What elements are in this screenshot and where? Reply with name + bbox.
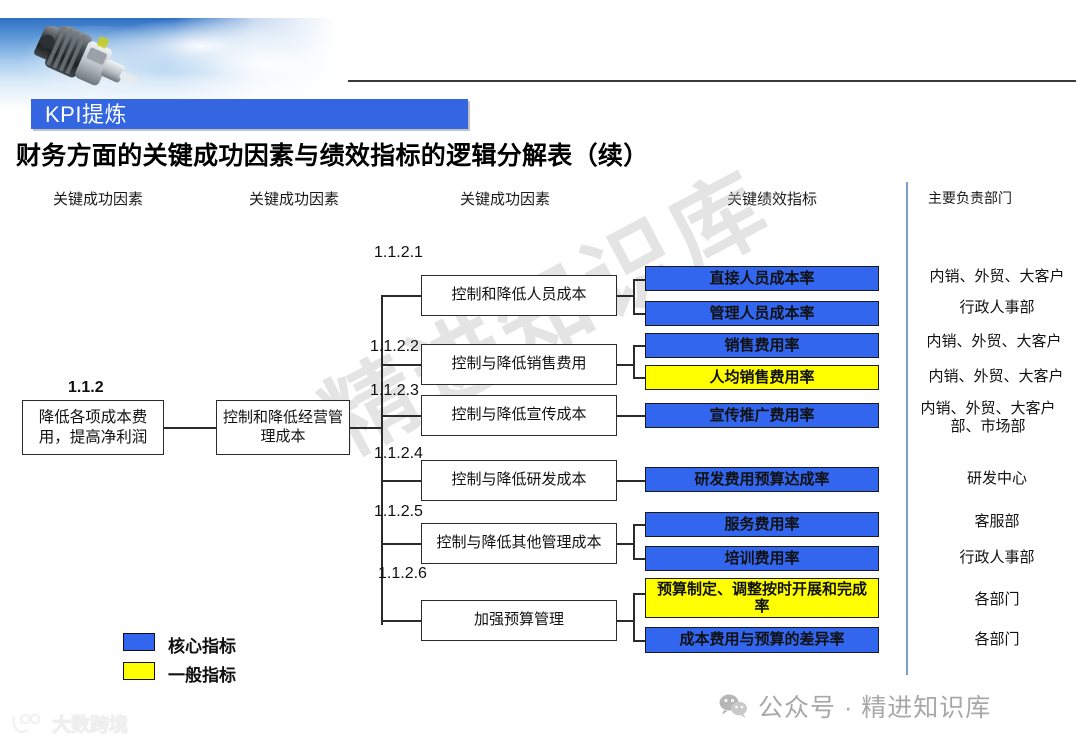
connector-spur-4	[381, 480, 421, 482]
column-header-2: 关键成功因素	[249, 191, 340, 208]
level3-number-3: 1.1.2.3	[370, 382, 419, 399]
level3-number-2: 1.1.2.2	[370, 338, 419, 355]
kpi-box-7: 服务费用率	[645, 512, 879, 537]
connector-n5-stem	[617, 543, 634, 545]
legend-label-general: 一般指标	[168, 666, 236, 685]
kpi-section-tag-label: KPI提炼	[45, 102, 127, 127]
kpi-section-tag: KPI提炼	[31, 99, 468, 129]
connector-n2-to-kpi4	[633, 377, 645, 379]
connector-root-to-level2	[164, 427, 216, 429]
kpi-box-9: 预算制定、调整按时开展和完成率	[645, 578, 879, 618]
connector-spur-3	[381, 415, 421, 417]
connector-spur-5	[381, 543, 421, 545]
department-2: 行政人事部	[959, 299, 1035, 316]
level3-number-5: 1.1.2.5	[374, 503, 423, 520]
department-7: 客服部	[974, 513, 1020, 530]
node-level2: 控制和降低经营管理成本	[216, 400, 350, 455]
connector-n1-to-kpi1	[633, 279, 645, 281]
department-3: 内销、外贸、大客户	[926, 333, 1062, 350]
connector-n6-bracket	[633, 593, 635, 641]
node-root: 降低各项成本费用，提高净利润	[22, 400, 164, 455]
kpi-box-5: 宣传推广费用率	[645, 403, 879, 428]
connector-n1-bracket	[633, 279, 635, 314]
department-6: 研发中心	[966, 470, 1027, 487]
department-column-divider	[906, 182, 908, 675]
kpi-box-6: 研发费用预算达成率	[645, 467, 879, 492]
connector-n4-to-kpi6	[617, 480, 645, 482]
brand-watermark-logo: 大数跨境	[10, 710, 129, 737]
node-level3-1: 控制和降低人员成本	[421, 275, 617, 316]
node-level3-4: 控制与降低研发成本	[421, 460, 617, 501]
connector-level2-to-spine	[350, 427, 382, 429]
connector-n1-stem	[617, 295, 634, 297]
page-title: 财务方面的关键成功因素与绩效指标的逻辑分解表（续）	[16, 142, 649, 170]
legend-swatch-general	[123, 662, 155, 680]
gearbox-motor-icon	[34, 26, 138, 86]
connector-n3-to-kpi5	[617, 415, 645, 417]
connector-n6-to-kpi10	[633, 640, 645, 642]
node-level3-6: 加强预算管理	[421, 600, 617, 641]
kpi-box-2: 管理人员成本率	[645, 301, 879, 326]
legend-label-core: 核心指标	[168, 637, 236, 656]
node-level3-2: 控制与降低销售费用	[421, 344, 617, 385]
department-10: 各部门	[974, 631, 1020, 648]
connector-spur-1	[381, 295, 421, 297]
connector-n2-to-kpi3	[633, 345, 645, 347]
level3-number-1: 1.1.2.1	[374, 244, 423, 261]
dashu-logo-icon	[12, 713, 41, 733]
kpi-box-8: 培训费用率	[645, 546, 879, 571]
legend-swatch-core	[123, 633, 155, 651]
kpi-box-1: 直接人员成本率	[645, 266, 879, 291]
brand-watermark-text: 大数跨境	[51, 715, 129, 737]
footer-brand-text: 公众号 · 精进知识库	[758, 694, 992, 722]
root-number-label: 1.1.2	[68, 379, 104, 396]
kpi-box-10: 成本费用与预算的差异率	[645, 627, 879, 653]
node-level3-5: 控制与降低其他管理成本	[421, 523, 617, 564]
kpi-box-3: 销售费用率	[645, 333, 879, 358]
node-level3-3: 控制与降低宣传成本	[421, 395, 617, 436]
column-header-1: 关键成功因素	[53, 191, 144, 208]
department-9: 各部门	[974, 591, 1020, 608]
department-5: 内销、外贸、大客户部、市场部	[920, 400, 1056, 436]
footer-brand: 公众号 · 精进知识库	[718, 688, 991, 724]
connector-n5-bracket	[633, 524, 635, 559]
department-8: 行政人事部	[959, 549, 1035, 566]
connector-n1-to-kpi2	[633, 313, 645, 315]
level3-number-6: 1.1.2.6	[378, 565, 427, 582]
kpi-box-4: 人均销售费用率	[645, 365, 879, 390]
header-banner-image	[0, 18, 336, 110]
connector-spur-2	[381, 364, 421, 366]
connector-n2-stem	[617, 364, 634, 366]
column-header-3: 关键成功因素	[460, 191, 551, 208]
header-divider-rule	[348, 80, 1076, 82]
column-header-4: 关键绩效指标	[727, 191, 818, 208]
connector-n5-to-kpi7	[633, 524, 645, 526]
column-header-5: 主要负责部门	[928, 190, 1012, 206]
connector-n6-to-kpi9	[633, 593, 645, 595]
connector-n6-stem	[617, 620, 634, 622]
wechat-icon	[719, 694, 747, 718]
connector-spine-level3	[381, 295, 383, 625]
connector-spur-6	[381, 620, 421, 622]
level3-number-4: 1.1.2.4	[374, 445, 423, 462]
connector-n2-bracket	[633, 345, 635, 378]
department-4: 内销、外贸、大客户	[928, 368, 1064, 385]
connector-n5-to-kpi8	[633, 558, 645, 560]
department-1: 内销、外贸、大客户	[929, 268, 1065, 285]
